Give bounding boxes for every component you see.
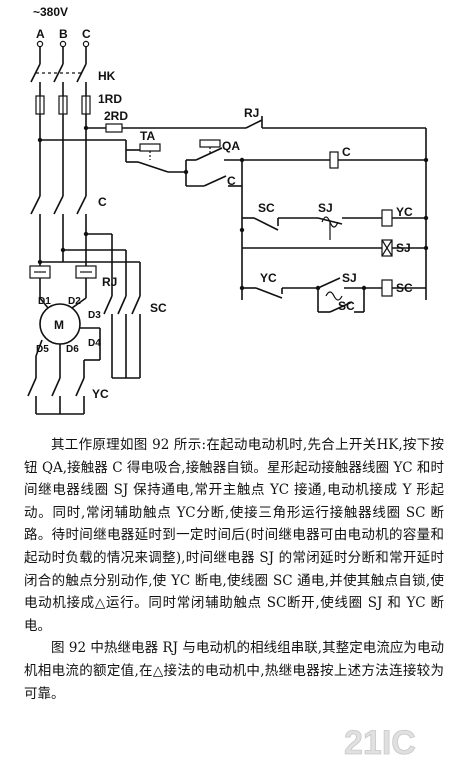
supply-voltage-label: ~380V (33, 5, 68, 19)
watermark-text: 21IC (344, 724, 416, 762)
phase-b-label: B (59, 27, 68, 41)
hk-knife-switch (30, 63, 87, 96)
motor-label: M (54, 318, 64, 332)
sj-no-label: SJ (342, 271, 357, 285)
ta-label: TA (140, 129, 155, 143)
terminal-d1: D1 (38, 296, 51, 307)
branch-bus (239, 186, 245, 300)
yc-coil-label: YC (396, 205, 413, 219)
delta-contactor-sc-label: SC (150, 301, 167, 315)
main-contactor-c (30, 195, 87, 262)
rj-contact-label: RJ (244, 106, 259, 120)
control-left-branch (37, 137, 127, 150)
rj-element-label: RJ (102, 275, 117, 289)
sc-branch (239, 277, 426, 313)
rj-thermal-elements (29, 262, 97, 298)
paragraph-2: 图 92 中热继电器 RJ 与电动机的相线组串联,其整定电流应为电动机相电流的额… (24, 640, 444, 702)
paragraph-1: 其工作原理如图 92 所示:在起动电动机时,先合上开关HK,按下按钮 QA,接触… (24, 437, 444, 634)
c-coil-label: C (342, 145, 351, 159)
ta-stop-button (126, 143, 186, 173)
terminal-d3: D3 (88, 310, 101, 321)
fuse-1rd (35, 95, 91, 115)
sc-holding-label: SC (338, 299, 355, 313)
sj-coil-label: SJ (396, 241, 411, 255)
qa-label: QA (222, 139, 240, 153)
phase-b-terminal (59, 40, 67, 48)
control-top-rail (86, 116, 427, 300)
terminal-d6: D6 (66, 344, 79, 355)
terminal-d4: D4 (88, 338, 101, 349)
sj-coil-branch (242, 239, 429, 257)
sc-nc-label: SC (258, 201, 275, 215)
terminal-d5: D5 (36, 344, 49, 355)
hk-label: HK (98, 69, 116, 83)
phase-a-terminal (36, 40, 44, 48)
sc-coil-label: SC (396, 281, 413, 295)
description-text: 其工作原理如图 92 所示:在起动电动机时,先合上开关HK,按下按钮 QA,接触… (24, 434, 444, 705)
watermark-logo: 21IC (344, 724, 417, 762)
sj-nc-label: SJ (318, 201, 333, 215)
main-phase-lines (39, 47, 87, 64)
delta-contactor-sc (37, 231, 141, 378)
main-contactor-c-label: C (98, 195, 107, 209)
terminal-d2: D2 (68, 296, 81, 307)
motor-leads (35, 297, 101, 360)
star-contactor-yc (27, 356, 140, 415)
phase-c-terminal (82, 40, 90, 48)
star-contactor-yc-label: YC (92, 387, 109, 401)
fuse-2rd-label: 2RD (104, 109, 128, 123)
phase-a-label: A (36, 27, 45, 41)
yc-branch (242, 209, 429, 240)
c-coil-branch (242, 151, 429, 169)
phase-c-label: C (82, 27, 91, 41)
yc-nc-label: YC (260, 271, 277, 285)
fuse-1rd-label: 1RD (98, 92, 122, 106)
c-holding-label: C (227, 174, 236, 188)
phase-lines-mid (39, 114, 89, 196)
star-delta-starter-circuit-diagram: ~380V A B C HK 1RD (27, 5, 429, 415)
